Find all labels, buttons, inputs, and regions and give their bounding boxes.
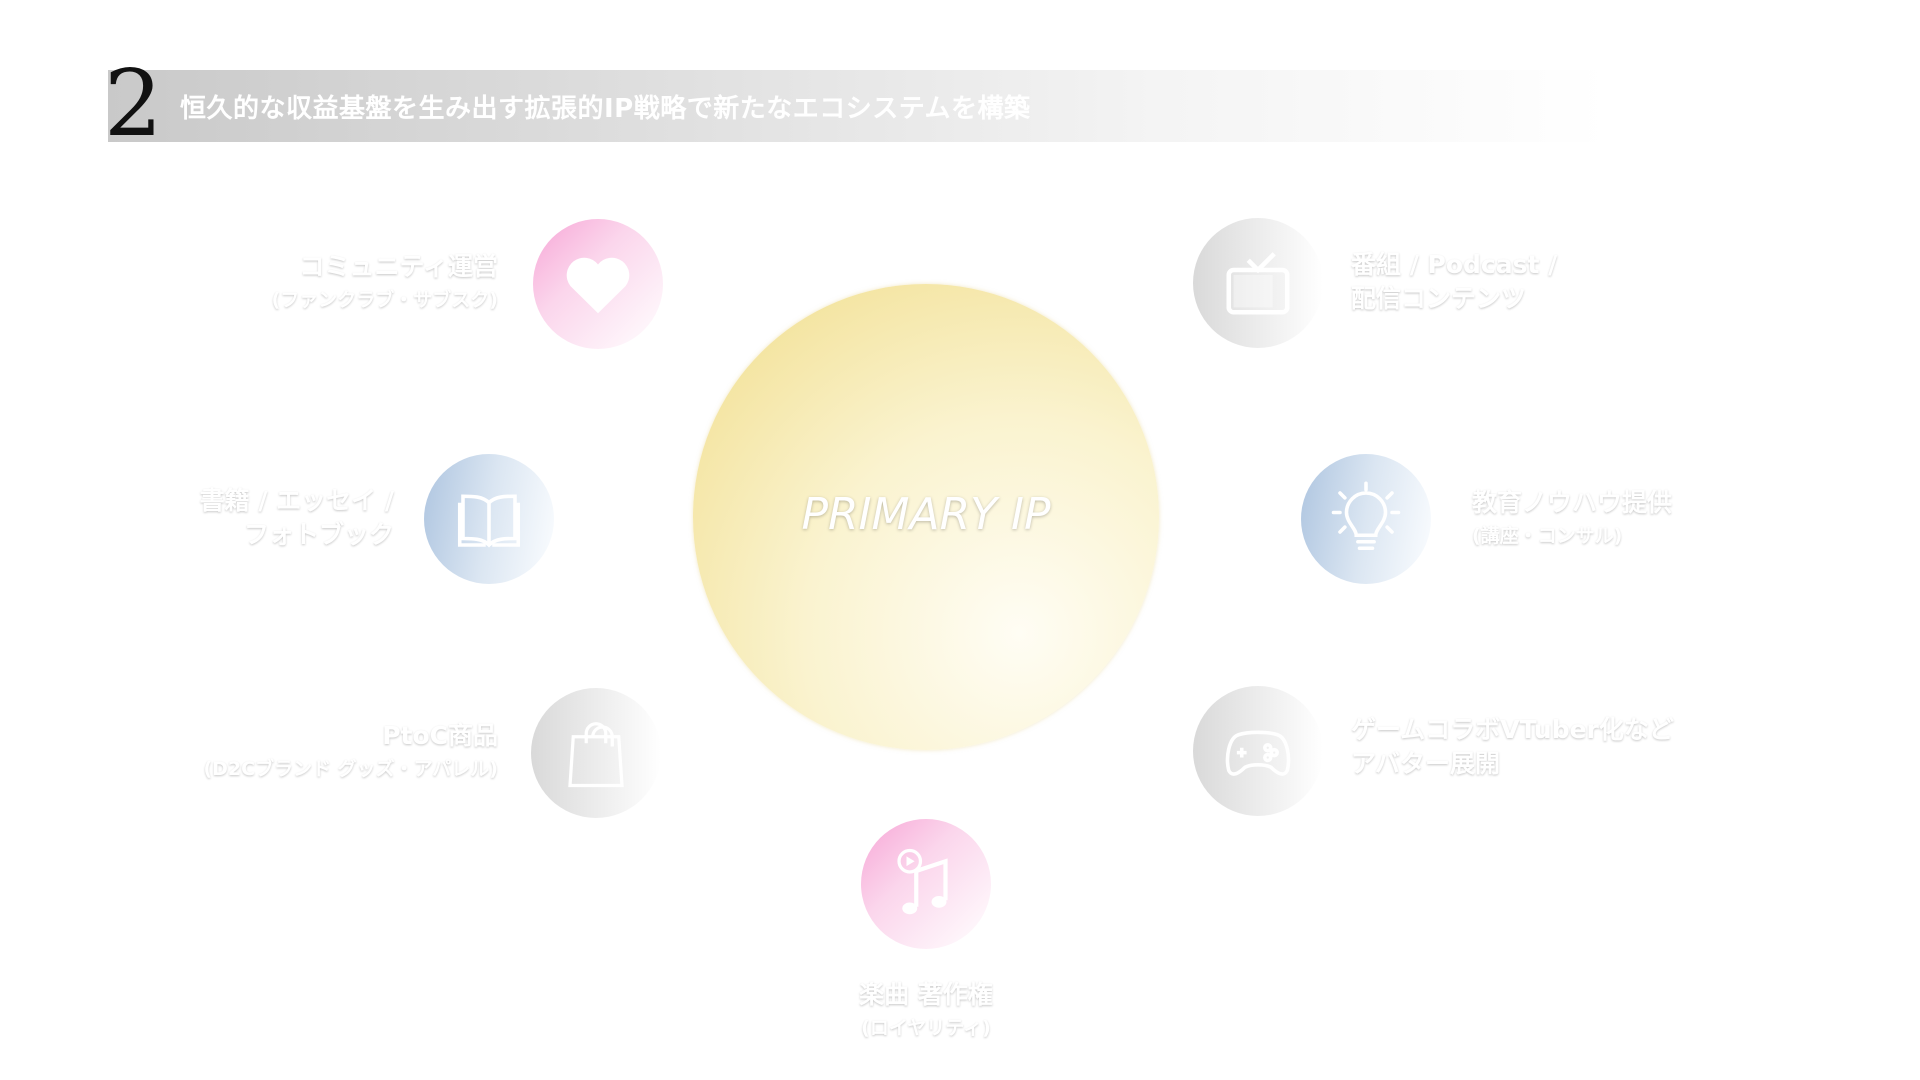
- node-title: ゲームコラボVTuber化など: [1351, 715, 1674, 744]
- music-icon: [897, 848, 948, 915]
- node-subtitle: (ファンクラブ・サブスク): [271, 289, 498, 311]
- node-subtitle: (ロイヤリティ): [861, 1017, 991, 1039]
- node-subtitle: (講座・コンサル): [1472, 525, 1623, 547]
- node-title: 書籍 / エッセイ /: [199, 486, 394, 515]
- title-bar: [108, 70, 1608, 142]
- book-icon: [457, 494, 521, 548]
- community-label: コミュニティ運営 (ファンクラブ・サブスク): [272, 250, 498, 316]
- page-title: 恒久的な収益基盤を生み出す拡張的IP戦略で新たなエコシステムを構築: [180, 94, 1031, 124]
- shopping-bag-icon: [568, 722, 624, 788]
- primary-ip-circle: PRIMARY IP: [693, 284, 1159, 750]
- products-label: PtoC商品 (D2Cブランド グッズ・アパレル): [203, 719, 498, 785]
- books-label: 書籍 / エッセイ / フォトブック: [200, 484, 394, 552]
- education-node: [1301, 454, 1431, 584]
- node-title: PtoC商品: [382, 721, 498, 750]
- node-title-line2: 配信コンテンツ: [1351, 284, 1527, 313]
- tv-icon: [1226, 252, 1290, 315]
- community-node: [533, 219, 663, 349]
- node-title: 楽曲 著作権: [859, 980, 993, 1009]
- game-label: ゲームコラボVTuber化など アバター展開: [1351, 713, 1674, 781]
- products-node: [531, 688, 661, 818]
- node-title: 教育ノウハウ提供: [1472, 488, 1673, 517]
- education-label: 教育ノウハウ提供 (講座・コンサル): [1472, 486, 1672, 552]
- gamepad-icon: [1225, 730, 1291, 776]
- node-subtitle: (D2Cブランド グッズ・アパレル): [203, 758, 498, 780]
- game-node: [1193, 686, 1323, 816]
- media-label: 番組 / Podcast / 配信コンテンツ: [1351, 248, 1557, 316]
- node-title: コミュニティ運営: [299, 252, 498, 281]
- section-number: 2: [104, 50, 163, 157]
- node-title: 番組 / Podcast /: [1351, 250, 1558, 279]
- primary-ip-label: PRIMARY IP: [801, 489, 1051, 540]
- music-label: 楽曲 著作権 (ロイヤリティ): [776, 978, 1076, 1044]
- lightbulb-icon: [1331, 481, 1401, 551]
- node-title-line2: フォトブック: [243, 520, 394, 549]
- books-node: [424, 454, 554, 584]
- music-node: [861, 819, 991, 949]
- heart-icon: [566, 257, 630, 314]
- node-title-line2: アバター展開: [1351, 749, 1501, 778]
- media-node: [1193, 218, 1323, 348]
